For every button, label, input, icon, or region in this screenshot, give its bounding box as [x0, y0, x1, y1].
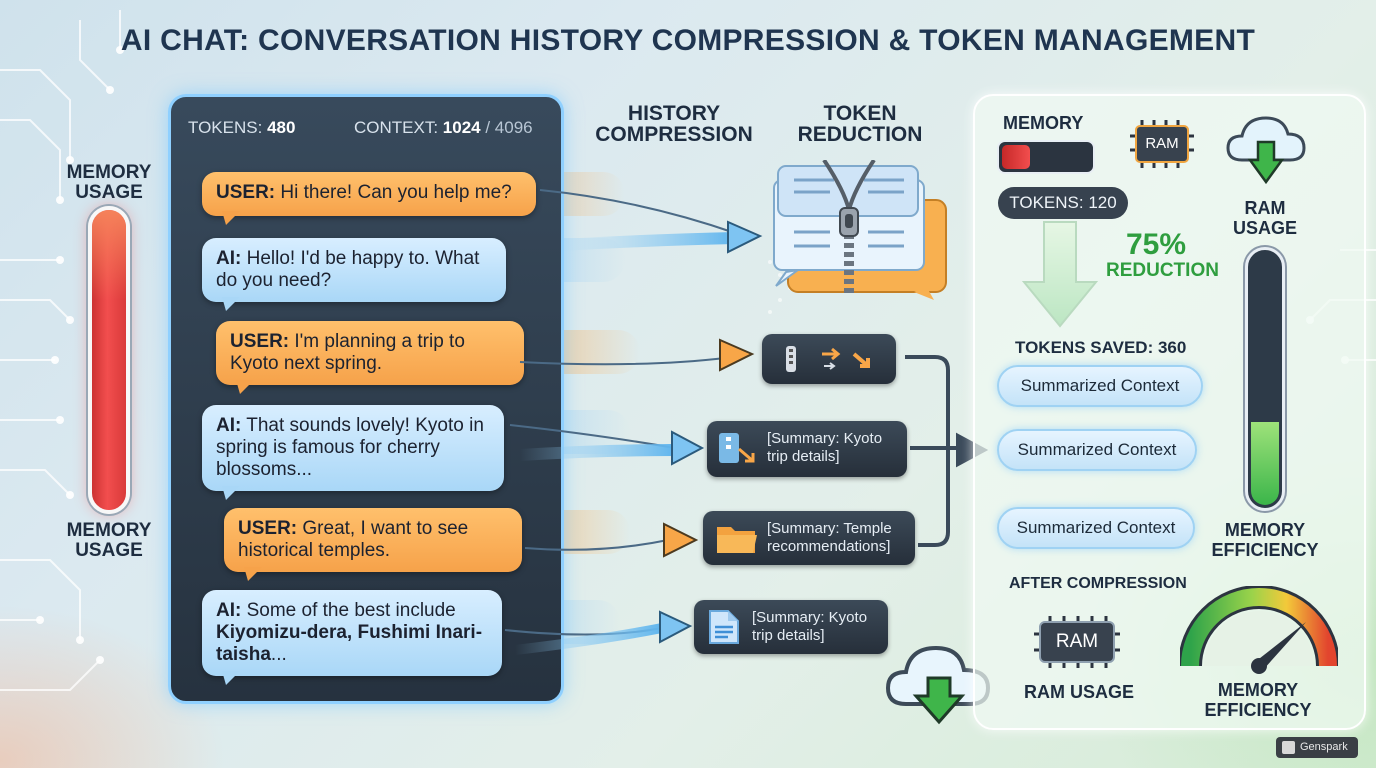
memory-efficiency-label-bottom: MEMORY EFFICIENCY [1204, 680, 1312, 720]
message-text: That sounds lovely! Kyoto in spring is f… [216, 415, 484, 480]
chat-message-ai[interactable]: AI: That sounds lovely! Kyoto in spring … [202, 405, 504, 500]
message-text-bold: Kiyomizu-dera, Fushimi Inari-taisha [216, 622, 483, 665]
summarized-context-bubble[interactable]: Summarized Context [997, 429, 1197, 471]
ram-chip-large-icon [1034, 616, 1120, 668]
token-counter: TOKENS: 480 [188, 118, 295, 138]
context-counter-value: 1024 [442, 118, 481, 137]
efficiency-gauge-icon [1180, 586, 1338, 674]
genspark-logo-icon [1282, 741, 1295, 754]
chat-message-user[interactable]: USER: I'm planning a trip to Kyoto next … [216, 321, 524, 394]
history-compression-heading: HISTORY COMPRESSION [595, 102, 753, 146]
summary-chip[interactable]: [Summary: Kyoto trip details] [694, 600, 888, 654]
message-text: Hello! I'd be happy to. What do you need… [216, 248, 480, 291]
chat-message-user[interactable]: USER: Hi there! Can you help me? [202, 172, 536, 225]
folder-icon [717, 527, 757, 553]
merge-connector [905, 355, 989, 547]
memory-usage-gauge-fill [92, 210, 126, 300]
summary-chip-text: [Summary: Kyoto trip details] [752, 609, 868, 644]
chat-message-user[interactable]: USER: Great, I want to see historical te… [224, 508, 522, 581]
ram-usage-gauge [1245, 247, 1285, 511]
token-reduction-heading: TOKEN REDUCTION [797, 102, 923, 146]
memory-label: MEMORY [1003, 113, 1084, 133]
summarized-context-bubble[interactable]: Summarized Context [997, 365, 1203, 407]
message-role: USER: [238, 518, 298, 539]
context-counter-max: / 4096 [485, 118, 533, 137]
summary-chip[interactable]: [Summary: Temple recommendations] [703, 511, 915, 565]
memory-usage-label-bottom: MEMORY USAGE [66, 520, 152, 561]
ram-usage-label-bottom: RAM USAGE [1024, 682, 1135, 702]
arrow-to-chip-4 [504, 610, 693, 655]
arrow-to-chip-1 [519, 338, 755, 372]
zip-arrows-icon [786, 346, 870, 372]
ram-chip-label: RAM [1145, 135, 1179, 152]
message-role: USER: [216, 182, 276, 203]
message-text: Some of the best include [241, 600, 456, 621]
message-text: Great, I want to see historical temples. [238, 518, 469, 561]
summary-chip-text: [Summary: Kyoto trip details] [767, 430, 883, 465]
document-icon [709, 610, 739, 644]
cloud-download-icon [1226, 116, 1306, 185]
ram-chip-icon [1130, 120, 1194, 168]
message-role: AI: [216, 415, 242, 436]
watermark-badge: Genspark [1276, 737, 1358, 758]
summarized-context-bubble[interactable]: Summarized Context [997, 507, 1195, 549]
message-role: AI: [216, 248, 242, 269]
after-compression-label: AFTER COMPRESSION [1009, 575, 1187, 592]
memory-usage-label-top: MEMORY USAGE [66, 162, 152, 203]
ram-usage-gauge-fill [1251, 422, 1279, 505]
arrow-to-chip-2 [509, 424, 705, 466]
arrow-to-chip-3 [524, 522, 699, 558]
memory-efficiency-label-side: MEMORY EFFICIENCY [1211, 520, 1319, 560]
compression-step-chip [762, 334, 896, 384]
summary-chip-text: [Summary: Temple recommendations] [767, 520, 892, 555]
arrow-to-zip [539, 189, 763, 254]
memory-meter [997, 140, 1095, 174]
page-title: AI CHAT: CONVERSATION HISTORY COMPRESSIO… [120, 24, 1256, 57]
message-text: I'm planning a trip to Kyoto next spring… [230, 331, 465, 374]
summary-chip[interactable]: [Summary: Kyoto trip details] [707, 421, 907, 477]
reduction-label: REDUCTION [1106, 260, 1219, 281]
context-counter: CONTEXT: 1024 / 4096 [354, 118, 533, 138]
memory-meter-fill [1002, 145, 1030, 169]
zip-file-icon [719, 433, 755, 463]
tokens-after-pill: TOKENS: 120 [998, 187, 1128, 219]
reduction-percentage: 75% [1126, 228, 1187, 261]
chat-message-ai[interactable]: AI: Some of the best include Kiyomizu-de… [202, 590, 502, 685]
zip-compression-icon [773, 160, 947, 300]
watermark-text: Genspark [1300, 741, 1348, 753]
message-text: ... [270, 644, 287, 665]
tokens-saved-label: TOKENS SAVED: 360 [1015, 338, 1187, 357]
chat-message-ai[interactable]: AI: Hello! I'd be happy to. What do you … [202, 238, 506, 311]
message-text: Hi there! Can you help me? [275, 182, 512, 203]
message-role: USER: [230, 331, 290, 352]
token-counter-value: 480 [267, 118, 296, 137]
message-role: AI: [216, 600, 242, 621]
ram-chip-large-label: RAM [1055, 631, 1099, 652]
memory-usage-gauge [88, 206, 130, 514]
context-counter-label: CONTEXT: [354, 118, 439, 137]
token-counter-label: TOKENS: [188, 118, 263, 137]
ram-usage-label-top: RAM USAGE [1232, 198, 1297, 238]
